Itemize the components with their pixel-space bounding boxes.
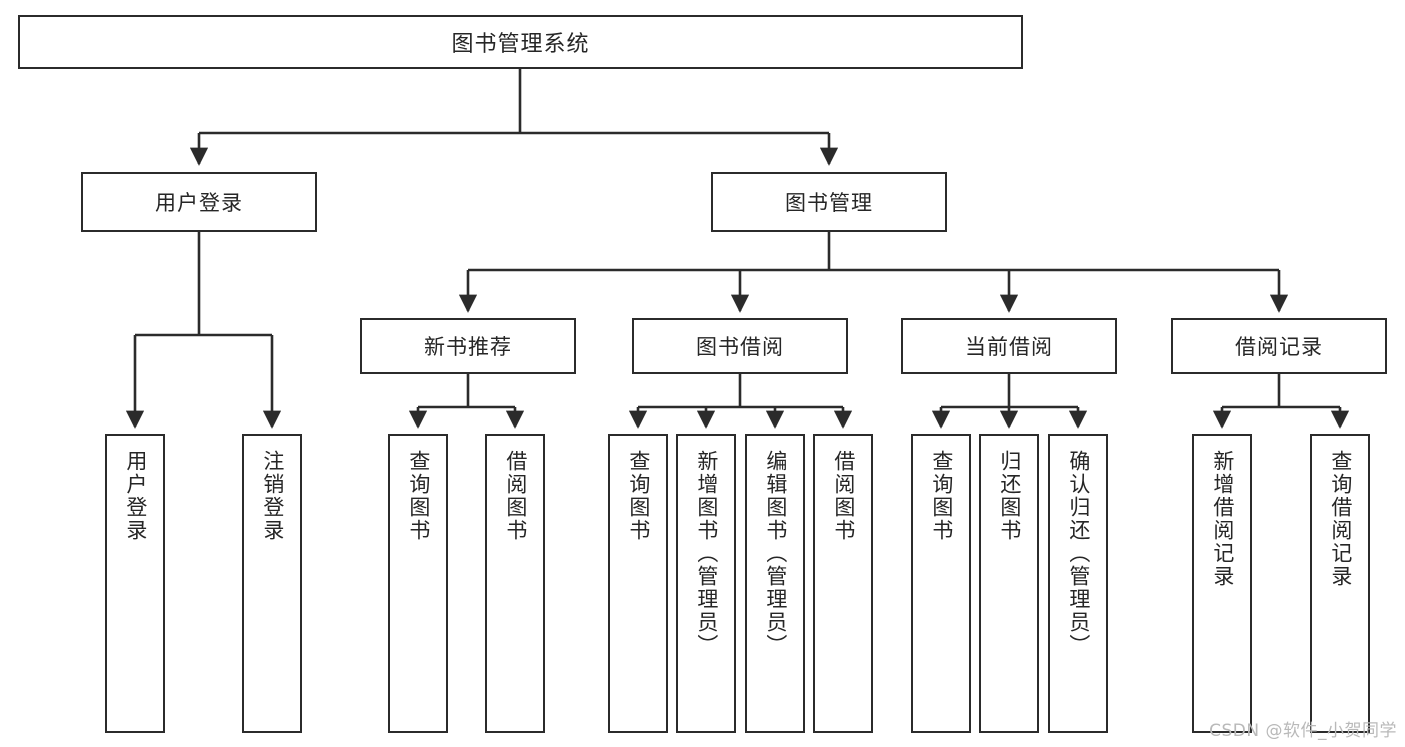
leaf-query-book-borrow[interactable]: 查询图书	[608, 434, 668, 733]
node-label: 借阅记录	[1235, 335, 1323, 359]
leaf-borrow-book-recommend[interactable]: 借阅图书	[485, 434, 545, 733]
leaf-add-borrow-record[interactable]: 新增借阅记录	[1192, 434, 1252, 733]
node-borrow-record[interactable]: 借阅记录	[1171, 318, 1387, 374]
node-user-login[interactable]: 用户登录	[81, 172, 317, 232]
csdn-watermark: CSDN @软件_小贺同学	[1209, 721, 1397, 741]
leaf-query-borrow-record[interactable]: 查询借阅记录	[1310, 434, 1370, 733]
node-new-book-recommend[interactable]: 新书推荐	[360, 318, 576, 374]
node-label: 新增图书（管理员）	[694, 450, 719, 657]
node-current-borrow[interactable]: 当前借阅	[901, 318, 1117, 374]
node-label: 借阅图书	[831, 450, 856, 542]
node-label: 图书管理	[785, 191, 873, 215]
node-label: 当前借阅	[965, 335, 1053, 359]
leaf-user-logout[interactable]: 注销登录	[242, 434, 302, 733]
node-label: 图书管理系统	[451, 32, 590, 57]
node-label: 查询图书	[406, 450, 431, 542]
leaf-return-book[interactable]: 归还图书	[979, 434, 1039, 733]
node-label: 查询借阅记录	[1328, 450, 1353, 588]
leaf-user-login[interactable]: 用户登录	[105, 434, 165, 733]
leaf-add-book[interactable]: 新增图书（管理员）	[676, 434, 736, 733]
node-label: 确认归还（管理员）	[1066, 450, 1091, 657]
node-label: 归还图书	[997, 450, 1022, 542]
node-book-borrow[interactable]: 图书借阅	[632, 318, 848, 374]
node-label: 编辑图书（管理员）	[763, 450, 788, 657]
node-label: 借阅图书	[503, 450, 528, 542]
node-book-management[interactable]: 图书管理	[711, 172, 947, 232]
node-label: 用户登录	[155, 191, 243, 215]
leaf-confirm-return[interactable]: 确认归还（管理员）	[1048, 434, 1108, 733]
node-label: 注销登录	[260, 450, 285, 542]
node-root-book-management-system[interactable]: 图书管理系统	[18, 15, 1023, 69]
node-label: 新书推荐	[424, 335, 512, 359]
leaf-query-book-recommend[interactable]: 查询图书	[388, 434, 448, 733]
node-label: 查询图书	[626, 450, 651, 542]
leaf-edit-book[interactable]: 编辑图书（管理员）	[745, 434, 805, 733]
node-label: 图书借阅	[696, 335, 784, 359]
leaf-borrow-book[interactable]: 借阅图书	[813, 434, 873, 733]
node-label: 查询图书	[929, 450, 954, 542]
node-label: 新增借阅记录	[1210, 450, 1235, 588]
leaf-query-book-current[interactable]: 查询图书	[911, 434, 971, 733]
node-label: 用户登录	[123, 450, 148, 542]
